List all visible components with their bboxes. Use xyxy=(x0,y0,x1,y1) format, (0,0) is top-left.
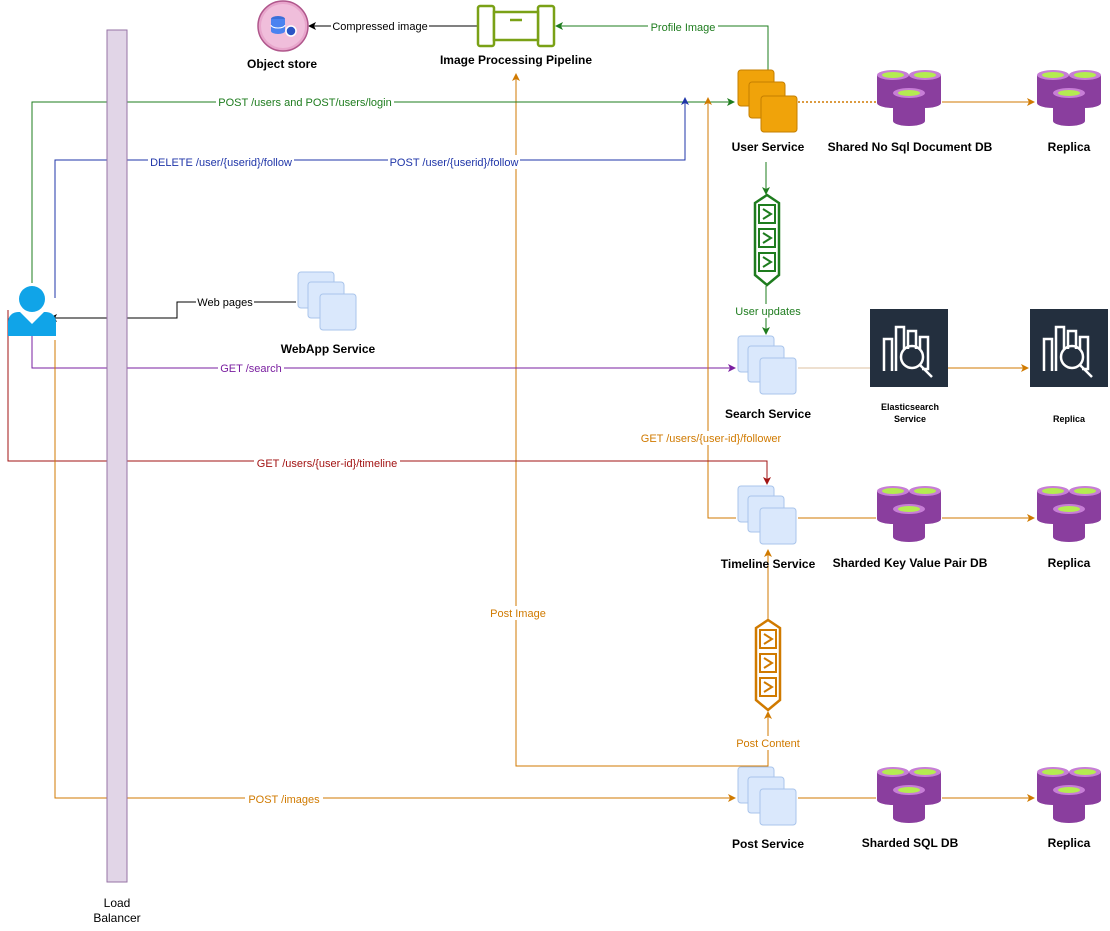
edge-label-profile-image: Profile Image xyxy=(648,20,718,34)
edge-label-post-images: POST /images xyxy=(245,792,323,806)
edge-post-image xyxy=(512,73,769,768)
edge-label-get-follower: GET /users/{user-id}/follower xyxy=(638,431,784,445)
timeline-db-label: Sharded Key Value Pair DB xyxy=(833,556,988,570)
database-cluster-icon xyxy=(877,767,941,823)
timeline-db[interactable]: Sharded Key Value Pair DB xyxy=(833,486,988,570)
edge-label-get-search: GET /search xyxy=(218,361,284,375)
user-service-label: User Service xyxy=(732,140,805,154)
edge-label-post-users: POST /users and POST/users/login xyxy=(216,95,394,109)
edge-post-users xyxy=(31,98,735,283)
user-db-label: Shared No Sql Document DB xyxy=(828,140,993,154)
elasticsearch-service[interactable]: Elasticsearch Service xyxy=(868,307,950,424)
edge-label-post-content: Post Content xyxy=(733,736,803,750)
svg-text:Compressed image: Compressed image xyxy=(332,21,427,33)
load-balancer[interactable] xyxy=(106,29,128,883)
post-replica[interactable]: Replica xyxy=(1037,767,1101,850)
edge-get-follower xyxy=(704,97,736,519)
edge-web-pages xyxy=(49,301,296,322)
user-icon[interactable] xyxy=(8,286,56,336)
edge-label-get-timeline: GET /users/{user-id}/timeline xyxy=(254,456,400,470)
service-stack-icon xyxy=(737,766,797,826)
svg-text:POST /images: POST /images xyxy=(248,794,320,806)
elasticsearch-icon xyxy=(1028,307,1110,389)
object-store-label: Object store xyxy=(247,57,317,71)
database-cluster-icon xyxy=(1037,70,1101,126)
edge-post-images xyxy=(54,340,736,802)
edge-label-web-pages: Web pages xyxy=(196,296,254,310)
svg-text:User updates: User updates xyxy=(735,306,801,318)
post-service[interactable]: Post Service xyxy=(732,766,804,851)
user-updates-queue-icon[interactable] xyxy=(753,193,781,287)
load-balancer-label-2: Balancer xyxy=(93,911,140,925)
service-stack-icon xyxy=(297,271,357,331)
svg-text:GET /users/{user-id}/timeline: GET /users/{user-id}/timeline xyxy=(257,458,397,470)
object-store[interactable]: Object store xyxy=(247,0,317,71)
post-db-label: Sharded SQL DB xyxy=(862,836,959,850)
user-service[interactable]: User Service xyxy=(732,69,805,154)
es-replica[interactable]: Replica xyxy=(1028,307,1110,424)
svg-text:GET /search: GET /search xyxy=(220,363,282,375)
svg-text:Web pages: Web pages xyxy=(197,297,253,309)
object-store-icon xyxy=(257,0,309,52)
post-db[interactable]: Sharded SQL DB xyxy=(862,767,959,850)
svg-text:Post Content: Post Content xyxy=(736,738,800,750)
image-pipeline[interactable]: Image Processing Pipeline xyxy=(440,4,592,67)
service-stack-icon xyxy=(737,335,797,395)
post-replica-label: Replica xyxy=(1048,836,1091,850)
edge-label-delete-follow: DELETE /user/{userid}/follow xyxy=(148,155,294,169)
database-cluster-icon xyxy=(1037,767,1101,823)
aws-service-icon xyxy=(737,69,798,133)
edge-label-compressed-image: Compressed image xyxy=(331,19,429,33)
timeline-replica[interactable]: Replica xyxy=(1037,486,1101,570)
webapp-service-label: WebApp Service xyxy=(281,342,376,356)
user-replica[interactable]: Replica xyxy=(1037,70,1101,154)
svg-text:Post Image: Post Image xyxy=(490,608,546,620)
database-cluster-icon xyxy=(1037,486,1101,542)
elasticsearch-icon xyxy=(868,307,950,389)
database-cluster-icon xyxy=(877,486,941,542)
svg-text:GET /users/{user-id}/follower: GET /users/{user-id}/follower xyxy=(641,433,782,445)
edge-label-post-follow: POST /user/{userid}/follow xyxy=(388,155,520,169)
post-content-queue-icon[interactable] xyxy=(754,618,782,712)
edge-profile-image xyxy=(555,22,769,70)
svg-text:POST /user/{userid}/follow: POST /user/{userid}/follow xyxy=(390,157,519,169)
edge-get-search xyxy=(31,336,736,372)
es-replica-label: Replica xyxy=(1053,414,1086,424)
webapp-service[interactable]: WebApp Service xyxy=(281,271,376,356)
svg-text:Profile Image: Profile Image xyxy=(651,22,716,34)
timeline-service-label: Timeline Service xyxy=(721,557,816,571)
timeline-service[interactable]: Timeline Service xyxy=(721,485,816,571)
timeline-replica-label: Replica xyxy=(1048,556,1091,570)
post-service-label: Post Service xyxy=(732,837,804,851)
image-pipeline-label: Image Processing Pipeline xyxy=(440,53,592,67)
user-db[interactable]: Shared No Sql Document DB xyxy=(828,70,993,154)
database-cluster-icon xyxy=(877,70,941,126)
edge-label-post-image: Post Image xyxy=(488,606,548,620)
search-service-label: Search Service xyxy=(725,407,811,421)
search-service[interactable]: Search Service xyxy=(725,335,811,421)
service-stack-icon xyxy=(737,485,797,545)
edge-follow xyxy=(54,97,689,298)
load-balancer-label-1: Load xyxy=(104,896,131,910)
elasticsearch-label-2: Service xyxy=(894,414,926,424)
svg-text:POST /users and POST/users/log: POST /users and POST/users/login xyxy=(218,97,391,109)
pipeline-icon xyxy=(476,4,556,48)
svg-text:DELETE /user/{userid}/follow: DELETE /user/{userid}/follow xyxy=(150,157,292,169)
edge-label-user-updates: User updates xyxy=(733,304,803,318)
user-replica-label: Replica xyxy=(1048,140,1091,154)
elasticsearch-label-1: Elasticsearch xyxy=(881,402,939,412)
